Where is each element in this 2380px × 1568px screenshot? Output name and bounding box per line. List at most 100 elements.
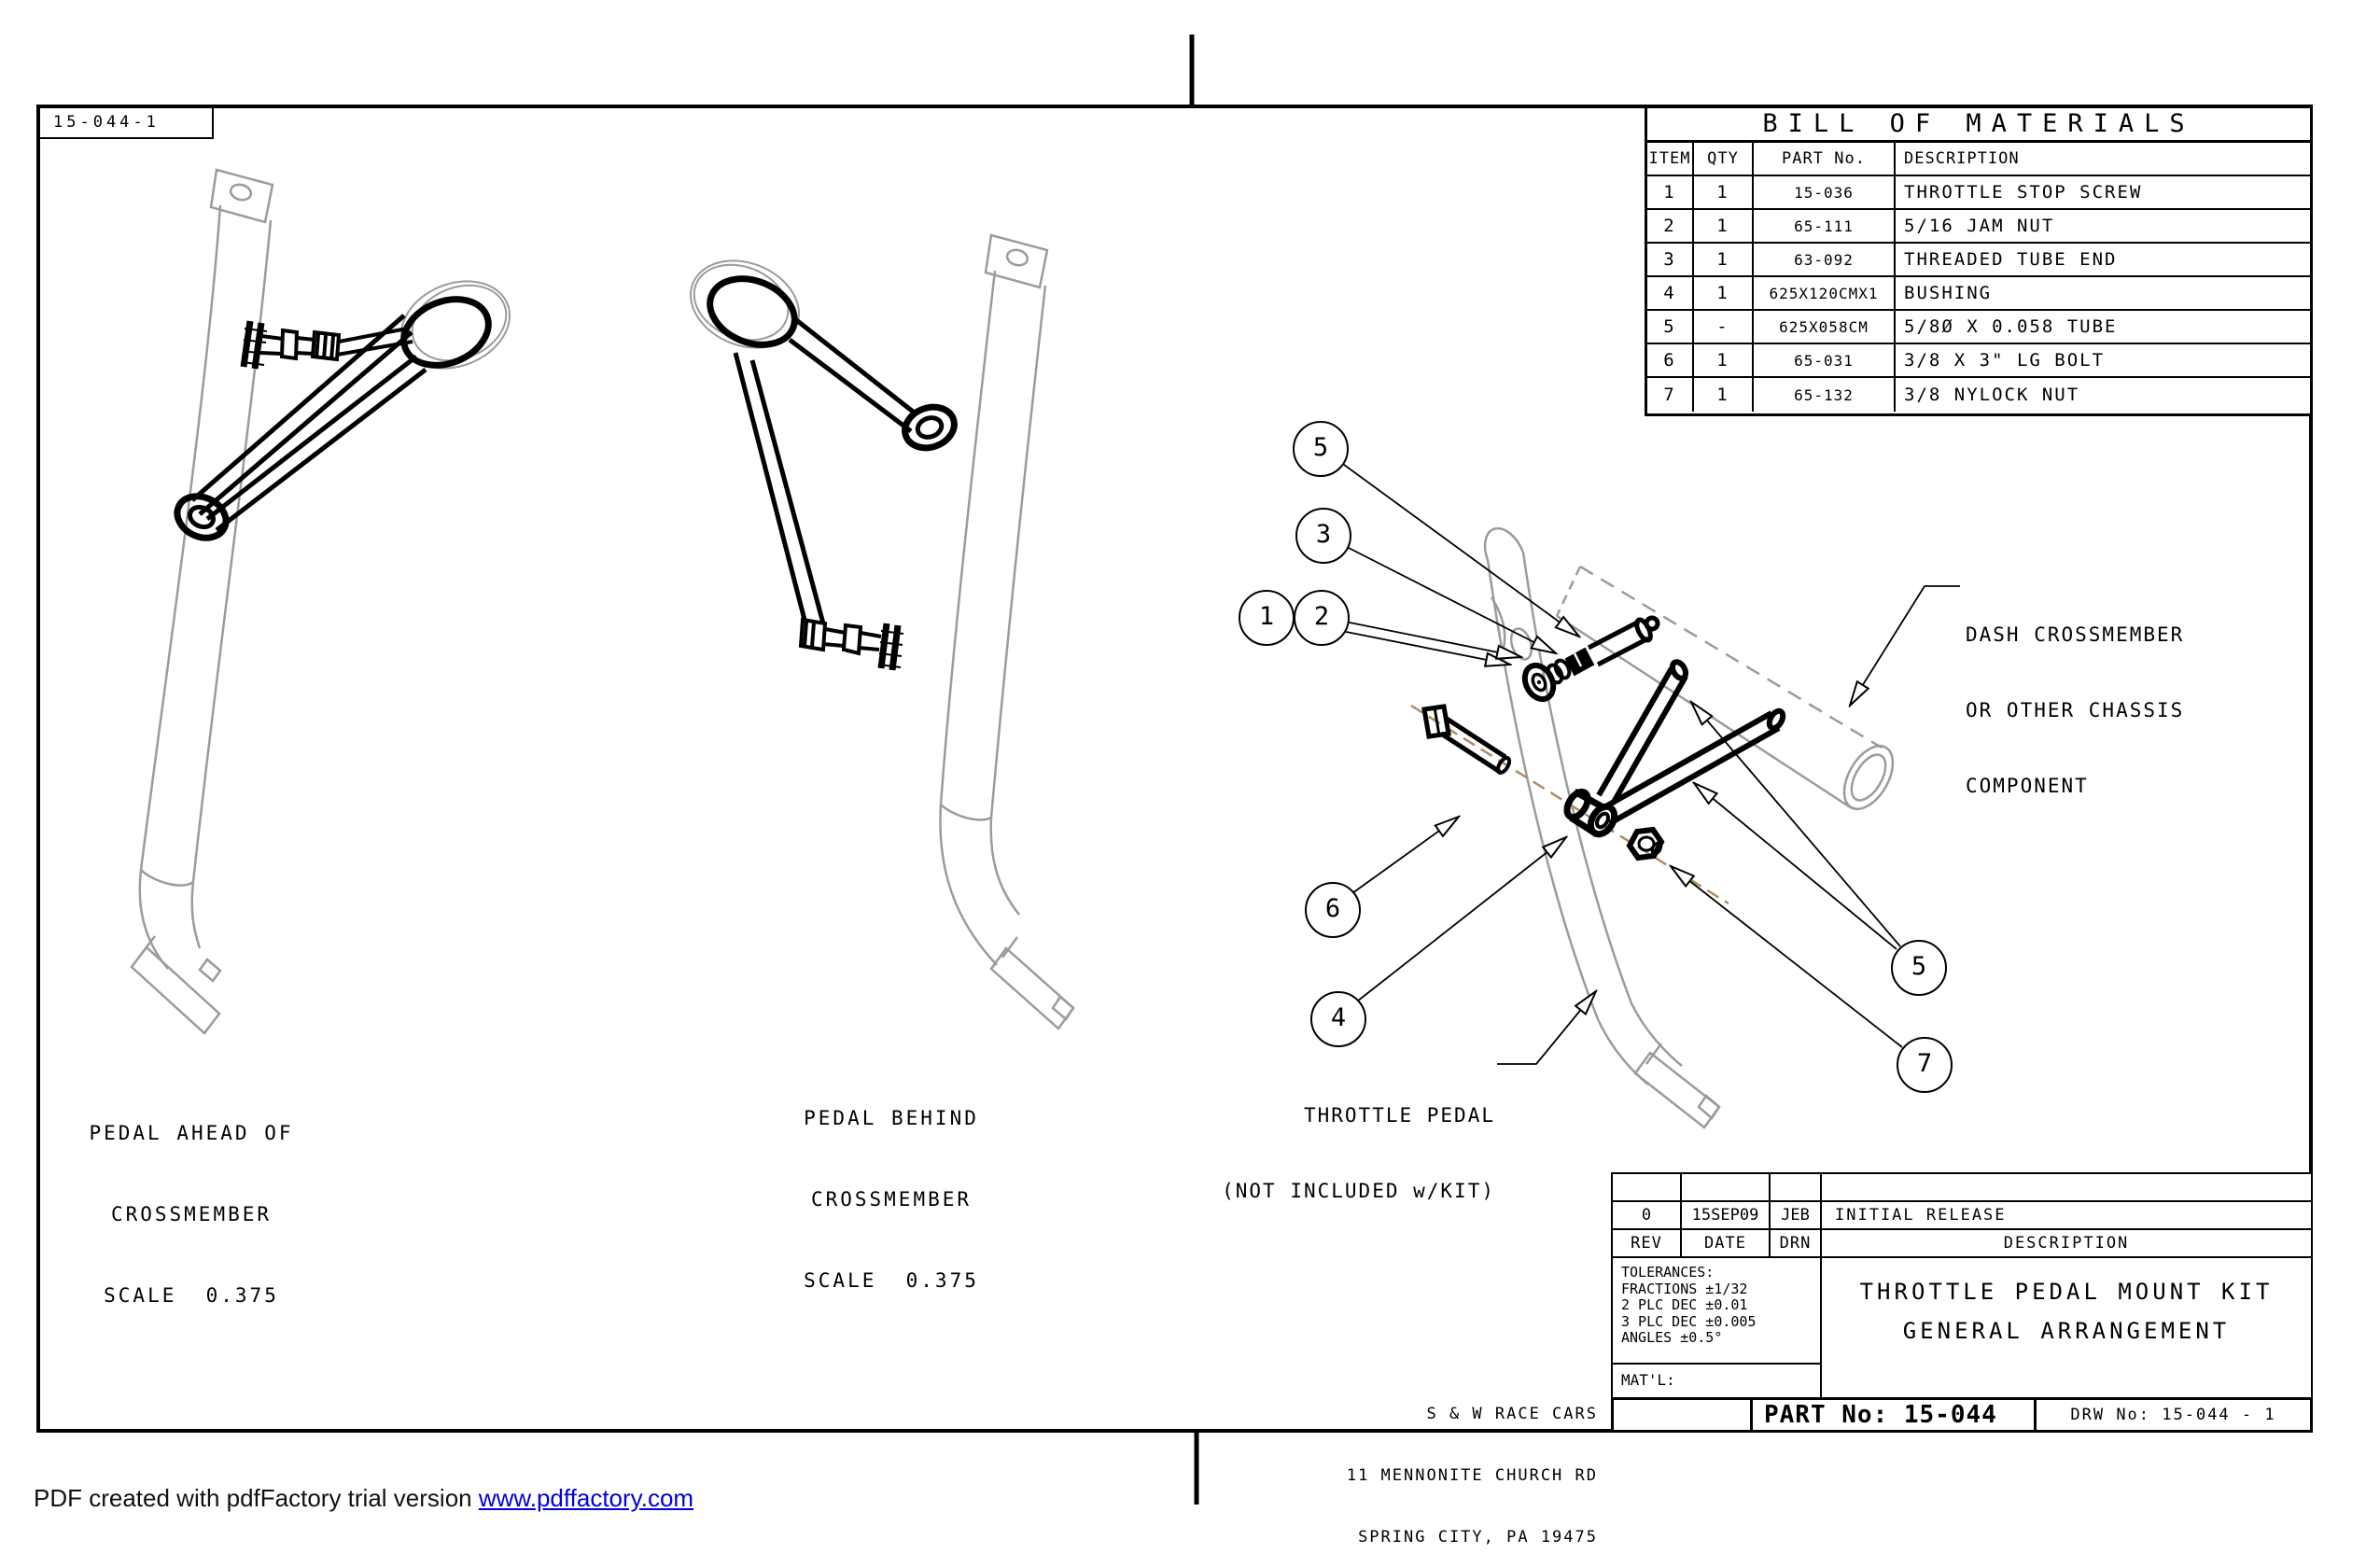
tolerances-line2: FRACTIONS ±1/32 (1621, 1280, 1748, 1297)
company-street: 11 MENNONITE CHURCH RD (1346, 1466, 1598, 1485)
bom-title: BILL OF MATERIALS (1647, 108, 2310, 143)
mount-kit-2 (707, 275, 958, 671)
view2-label-line1: PEDAL BEHIND (804, 1107, 979, 1129)
stop-screw-assembly (1521, 615, 1660, 703)
bom-cell-qty: - (1694, 311, 1754, 343)
drn-value: JEB (1769, 1200, 1822, 1230)
bom-cell-desc: THREADED TUBE END (1904, 249, 2118, 270)
bom-cell-item: 7 (1647, 378, 1694, 412)
bottom-empty-cell (1611, 1397, 1753, 1433)
bom-cell-qty: 1 (1694, 344, 1754, 376)
bom-cell-desc: BUSHING (1904, 283, 1993, 303)
view1-label: PEDAL AHEAD OF CROSSMEMBER SCALE 0.375 (70, 1066, 313, 1337)
table-row: 3 1 63-092 THREADED TUBE END (1647, 244, 2310, 277)
bom-cell-item: 1 (1647, 176, 1694, 208)
balloon-3: 3 (1295, 508, 1351, 564)
balloon-2: 2 (1294, 590, 1350, 646)
bom-cell-part: 63-092 (1754, 244, 1896, 275)
date-header: DATE (1680, 1228, 1771, 1258)
table-row: 2 1 65-111 5/16 JAM NUT (1647, 210, 2310, 244)
description-header: DESCRIPTION (1820, 1228, 2313, 1258)
sheet-border (36, 105, 2313, 1433)
dash-crossmember-line1: DASH CROSSMEMBER (1966, 623, 2185, 646)
bom-cell-part: 625X120CMX1 (1754, 277, 1896, 309)
mount-kit-1 (174, 296, 492, 541)
throttle-pedal-line2: (NOT INCLUDED w/KIT) (1222, 1180, 1495, 1202)
balloon-6: 6 (1305, 882, 1361, 938)
tolerances-line3: 2 PLC DEC ±0.01 (1621, 1296, 1748, 1313)
tolerances-note: TOLERANCES: FRACTIONS ±1/32 2 PLC DEC ±0… (1611, 1256, 1822, 1365)
bom-header-desc: DESCRIPTION (1904, 149, 2020, 168)
centerfold-marks (1189, 35, 1199, 1505)
company-city: SPRING CITY, PA 19475 (1358, 1528, 1598, 1547)
bom-cell-part: 65-132 (1754, 378, 1896, 412)
bom-cell-qty: 1 (1694, 210, 1754, 242)
bolt (1421, 704, 1512, 775)
bom-cell-desc: 3/8 X 3" LG BOLT (1904, 350, 2106, 371)
bom-header-row: ITEM QTY PART No. DESCRIPTION (1647, 143, 2310, 176)
bom-header-qty: QTY (1694, 143, 1754, 175)
throttle-pedal-callout: THROTTLE PEDAL (NOT INCLUDED w/KIT) (1213, 1053, 1495, 1229)
titleblock-empty-rev (1611, 1172, 1682, 1202)
titleblock-empty-date (1680, 1172, 1771, 1202)
date-value: 15SEP09 (1680, 1200, 1771, 1230)
bom-cell-desc: 5/16 JAM NUT (1904, 216, 2055, 236)
bom-cell-qty: 1 (1694, 176, 1754, 208)
tolerances-line4: 3 PLC DEC ±0.005 (1621, 1312, 1757, 1330)
pdf-watermark: PDF created with pdfFactory trial versio… (34, 1484, 693, 1513)
titleblock-empty-desc (1820, 1172, 2313, 1202)
tolerances-line1: TOLERANCES: (1621, 1264, 1715, 1281)
bom-cell-desc: 3/8 NYLOCK NUT (1904, 385, 2080, 405)
company-address: S & W RACE CARS 11 MENNONITE CHURCH RD S… (1307, 1363, 1598, 1568)
balloon-1: 1 (1239, 590, 1295, 646)
bom-header-item: ITEM (1647, 143, 1694, 175)
corner-ref: 15-044-1 (53, 113, 160, 132)
pedal-ghost-2 (939, 233, 1075, 1030)
dash-crossmember-callout: DASH CROSSMEMBER OR OTHER CHASSIS COMPON… (1966, 572, 2302, 824)
view1-label-line3: SCALE 0.375 (104, 1284, 279, 1307)
bom-cell-desc: 5/8Ø X 0.058 TUBE (1904, 316, 2118, 337)
exploded-view (1289, 461, 1960, 1129)
tube-bracket (1563, 659, 1786, 838)
bom-cell-part: 15-036 (1754, 176, 1896, 208)
throttle-pedal-line1: THROTTLE PEDAL (1303, 1104, 1495, 1127)
bom-cell-qty: 1 (1694, 277, 1754, 309)
company-name: S & W RACE CARS (1426, 1405, 1598, 1423)
table-row: 6 1 65-031 3/8 X 3" LG BOLT (1647, 344, 2310, 378)
callout-leaders (1497, 585, 1960, 1065)
drawing-title-line1: THROTTLE PEDAL MOUNT KIT (1859, 1279, 2274, 1305)
bill-of-materials-table: BILL OF MATERIALS ITEM QTY PART No. DESC… (1645, 105, 2313, 416)
tolerances-line5: ANGLES ±0.5° (1621, 1329, 1723, 1346)
bom-cell-item: 2 (1647, 210, 1694, 242)
view-pedal-ahead (130, 168, 511, 1035)
bom-cell-item: 6 (1647, 344, 1694, 376)
dash-crossmember-line3: COMPONENT (1966, 775, 2089, 797)
bom-cell-item: 5 (1647, 311, 1694, 343)
drawing-title: THROTTLE PEDAL MOUNT KIT GENERAL ARRANGE… (1820, 1256, 2313, 1399)
bom-cell-part: 65-111 (1754, 210, 1896, 242)
balloon-5b: 5 (1891, 940, 1947, 996)
watermark-link[interactable]: www.pdffactory.com (478, 1484, 694, 1512)
drw-no-cell: DRW No: 15-044 - 1 (2034, 1397, 2313, 1433)
bom-cell-item: 3 (1647, 244, 1694, 275)
bom-cell-desc: THROTTLE STOP SCREW (1904, 182, 2143, 203)
view2-label-line3: SCALE 0.375 (804, 1269, 979, 1292)
balloon-5a: 5 (1293, 421, 1349, 477)
titleblock-empty-drn (1769, 1172, 1822, 1202)
bom-cell-part: 65-031 (1754, 344, 1896, 376)
nylock-nut (1626, 826, 1665, 861)
corner-ref-box: 15-044-1 (40, 108, 214, 139)
bom-cell-qty: 1 (1694, 378, 1754, 412)
table-row: 4 1 625X120CMX1 BUSHING (1647, 277, 2310, 311)
rev-header: REV (1611, 1228, 1682, 1258)
table-row: 1 1 15-036 THROTTLE STOP SCREW (1647, 176, 2310, 210)
table-row: 5 - 625X058CM 5/8Ø X 0.058 TUBE (1647, 311, 2310, 344)
table-row: 7 1 65-132 3/8 NYLOCK NUT (1647, 378, 2310, 412)
drawing-title-line2: GENERAL ARRANGEMENT (1902, 1318, 2231, 1344)
rev-value: 0 (1611, 1200, 1682, 1230)
view1-label-line2: CROSSMEMBER (110, 1203, 273, 1225)
material-cell: MAT'L: (1611, 1363, 1822, 1399)
bom-header-part: PART No. (1754, 143, 1896, 175)
